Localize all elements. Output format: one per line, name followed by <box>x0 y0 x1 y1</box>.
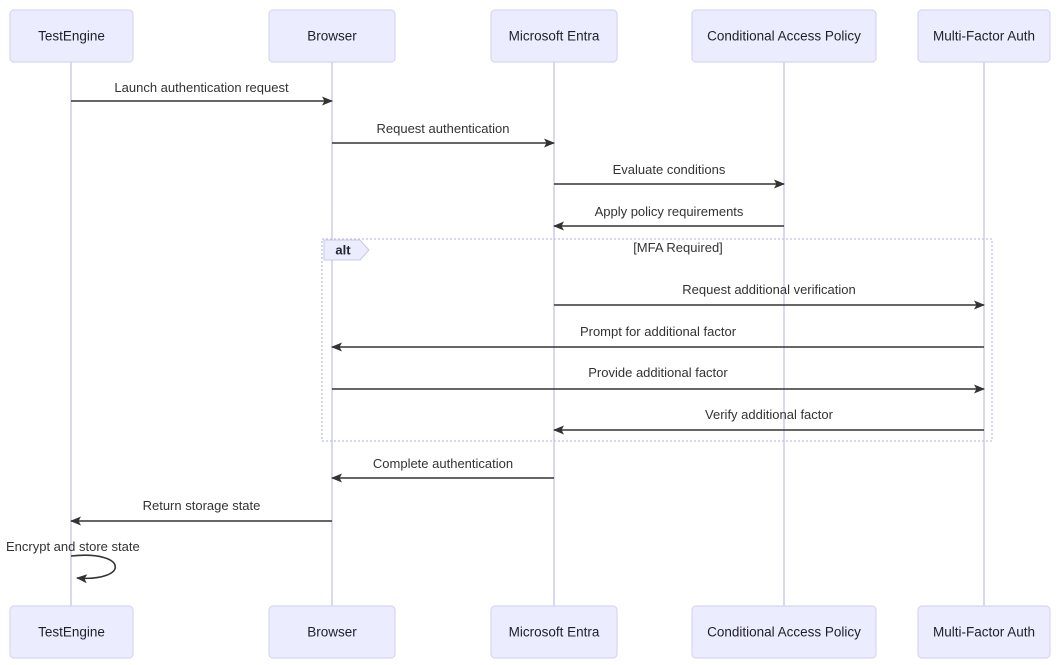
actor-box[interactable] <box>268 605 396 659</box>
actor-box[interactable] <box>691 9 877 63</box>
message-label: Apply policy requirements <box>595 204 744 219</box>
message-label: Complete authentication <box>373 456 513 471</box>
message-m11: Encrypt and store state <box>6 539 140 584</box>
message-m4: Apply policy requirements <box>553 204 784 231</box>
message-m5: Request additional verification <box>554 282 985 310</box>
message-self-loop <box>70 554 117 584</box>
message-label: Verify additional factor <box>705 407 834 422</box>
actor-label: TestEngine <box>38 625 105 640</box>
fragment-alt-mfa: alt [MFA Required] <box>321 238 993 442</box>
actor-box[interactable] <box>490 605 618 659</box>
message-m8: Verify additional factor <box>553 407 984 435</box>
actor-mfa-bottom[interactable]: Multi-Factor Auth <box>917 605 1051 659</box>
message-m10: Return storage state <box>70 498 332 526</box>
actor-box[interactable] <box>268 9 396 63</box>
actor-label: Conditional Access Policy <box>707 29 861 44</box>
message-label: Launch authentication request <box>114 80 289 95</box>
fragment-tag-label: alt <box>335 242 351 257</box>
actor-box[interactable] <box>917 605 1051 659</box>
actor-label: Browser <box>307 29 357 44</box>
message-label: Return storage state <box>143 498 261 513</box>
actor-label: Browser <box>307 625 357 640</box>
actor-label: Conditional Access Policy <box>707 625 861 640</box>
actor-entra-bottom[interactable]: Microsoft Entra <box>490 605 618 659</box>
actor-box[interactable] <box>917 9 1051 63</box>
actor-box[interactable] <box>691 605 877 659</box>
actor-mfa-top[interactable]: Multi-Factor Auth <box>917 9 1051 63</box>
message-label: Provide additional factor <box>588 365 728 380</box>
actor-cap-top[interactable]: Conditional Access Policy <box>691 9 877 63</box>
message-label: Prompt for additional factor <box>580 324 737 339</box>
actor-entra-top[interactable]: Microsoft Entra <box>490 9 618 63</box>
fragment-condition-label: [MFA Required] <box>633 240 723 255</box>
lifelines-layer <box>70 62 985 606</box>
alt-fragments-layer: alt [MFA Required] <box>321 238 993 442</box>
actor-label: Microsoft Entra <box>509 29 600 44</box>
message-m2: Request authentication <box>332 121 555 148</box>
actor-label: Multi-Factor Auth <box>933 29 1035 44</box>
actor-browser-top[interactable]: Browser <box>268 9 396 63</box>
actor-label: TestEngine <box>38 29 105 44</box>
message-m3: Evaluate conditions <box>554 162 785 189</box>
actor-box[interactable] <box>9 605 134 659</box>
message-label: Request authentication <box>377 121 510 136</box>
message-m7: Provide additional factor <box>332 365 985 394</box>
actor-testengine-bottom[interactable]: TestEngine <box>9 605 134 659</box>
message-m1: Launch authentication request <box>71 80 333 106</box>
actor-label: Microsoft Entra <box>509 625 600 640</box>
actor-box[interactable] <box>9 9 134 63</box>
message-label: Request additional verification <box>682 282 855 297</box>
message-label: Encrypt and store state <box>6 539 140 554</box>
message-label: Evaluate conditions <box>613 162 726 177</box>
actor-cap-bottom[interactable]: Conditional Access Policy <box>691 605 877 659</box>
actor-testengine-top[interactable]: TestEngine <box>9 9 134 63</box>
actor-label: Multi-Factor Auth <box>933 625 1035 640</box>
actor-box[interactable] <box>490 9 618 63</box>
fragment-tag-shape <box>323 239 370 261</box>
message-m9: Complete authentication <box>331 456 554 483</box>
actor-browser-bottom[interactable]: Browser <box>268 605 396 659</box>
message-m6: Prompt for additional factor <box>331 324 984 352</box>
fragment-border <box>321 238 993 442</box>
